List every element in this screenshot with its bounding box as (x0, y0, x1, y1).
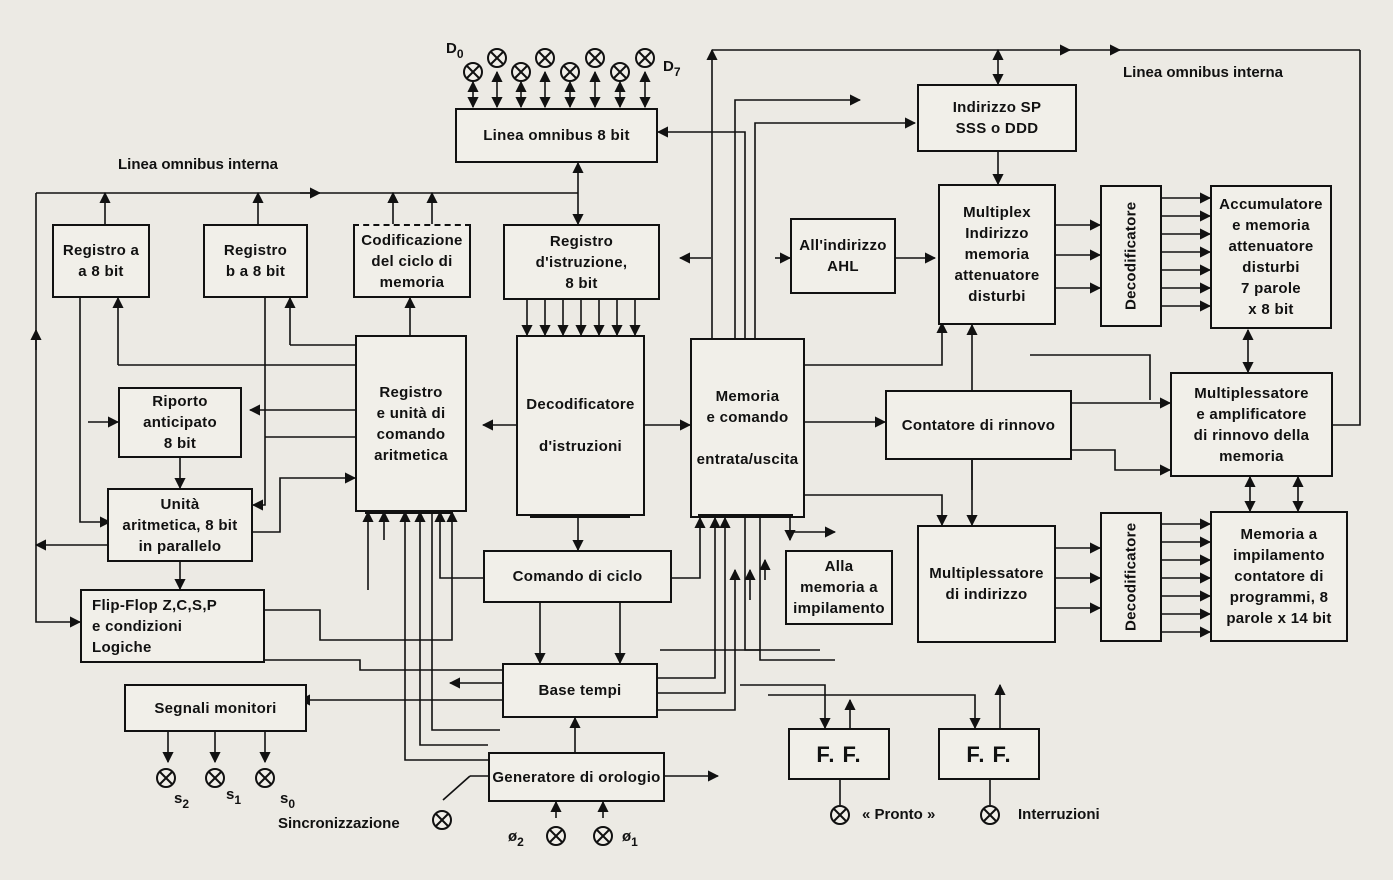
bus-8bit-block: Linea omnibus 8 bit (455, 108, 658, 163)
refresh-counter-block: Contatore di rinnovo (885, 390, 1072, 460)
monitor-lamp-icon (205, 768, 225, 788)
data-lamp-icon (560, 62, 580, 82)
data-lamp-icon (535, 48, 555, 68)
interrupts-label: Interruzioni (1018, 806, 1100, 823)
data-lamp-icon (635, 48, 655, 68)
address-multiplexer-block: Multiplessatore di indirizzo (917, 525, 1056, 643)
address-multiplex-block: Multiplex Indirizzo memoria attenuatore … (938, 184, 1056, 325)
sync-label: Sincronizzazione (278, 815, 400, 832)
internal-bus-label-left: Linea omnibus interna (118, 156, 279, 173)
carry-lookahead-block: Riporto anticipato 8 bit (118, 387, 242, 458)
ready-lamp-icon (830, 805, 850, 825)
bus-line-right (1333, 50, 1361, 426)
s2-label: s2 (174, 790, 190, 811)
instruction-decoder-block: Decodificatore d'istruzioni (516, 335, 645, 516)
clock-generator-block: Generatore di orologio (488, 752, 665, 802)
decoder-top-block: Decodificatore (1100, 185, 1162, 327)
internal-bus-label-top-right: Linea omnibus interna (1123, 64, 1284, 81)
phi1-lamp-icon (593, 826, 613, 846)
ahl-address-block: All'indirizzo AHL (790, 218, 896, 294)
sync-lamp-icon (432, 810, 452, 830)
register-a-block: Registro a a 8 bit (52, 224, 150, 298)
s1-label: s1 (226, 786, 242, 807)
bus-strip (530, 514, 630, 518)
monitor-signals-block: Segnali monitori (124, 684, 307, 732)
instruction-register-block: Registro d'istruzione, 8 bit (503, 224, 660, 300)
arithmetic-unit-block: Unità aritmetica, 8 bit in parallelo (107, 488, 253, 562)
data-lamp-icon (511, 62, 531, 82)
alu-control-register-block: Registro e unità di comando aritmetica (355, 335, 467, 512)
monitor-lamp-icon (156, 768, 176, 788)
accumulator-block: Accumulatore e memoria attenuatore distu… (1210, 185, 1332, 329)
to-stack-memory-block: Alla memoria a impilamento (785, 550, 893, 625)
d0-label: D0 (446, 40, 464, 61)
data-lamp-icon (487, 48, 507, 68)
bus-strip (698, 514, 793, 518)
s0-label: s0 (280, 790, 296, 811)
refresh-multiplexer-block: Multiplessatore e amplificatore di rinno… (1170, 372, 1333, 477)
data-lamp-icon (610, 62, 630, 82)
phi1-label: ø1 (622, 828, 638, 849)
data-lamp-icon (463, 62, 483, 82)
phi2-label: ø2 (508, 828, 524, 849)
d7-label: D7 (663, 58, 681, 79)
memory-io-control-block: Memoria e comando entrata/uscita (690, 338, 805, 518)
timebase-block: Base tempi (502, 663, 658, 718)
interrupt-lamp-icon (980, 805, 1000, 825)
memory-cycle-coding-block: Codificazione del ciclo di memoria (353, 224, 471, 298)
bus-strip (365, 510, 453, 514)
register-b-block: Registro b a 8 bit (203, 224, 308, 298)
cycle-control-block: Comando di ciclo (483, 550, 672, 603)
sp-address-block: Indirizzo SP SSS o DDD (917, 84, 1077, 152)
stack-memory-block: Memoria a impilamento contatore di progr… (1210, 511, 1348, 642)
monitor-lamp-icon (255, 768, 275, 788)
flags-flipflop-block: Flip-Flop Z,C,S,P e condizioni Logiche (80, 589, 265, 663)
ready-flipflop-block: F. F. (788, 728, 890, 780)
ready-label: « Pronto » (862, 806, 936, 823)
interrupt-flipflop-block: F. F. (938, 728, 1040, 780)
data-lamp-icon (585, 48, 605, 68)
phi2-lamp-icon (546, 826, 566, 846)
decoder-bottom-block: Decodificatore (1100, 512, 1162, 642)
